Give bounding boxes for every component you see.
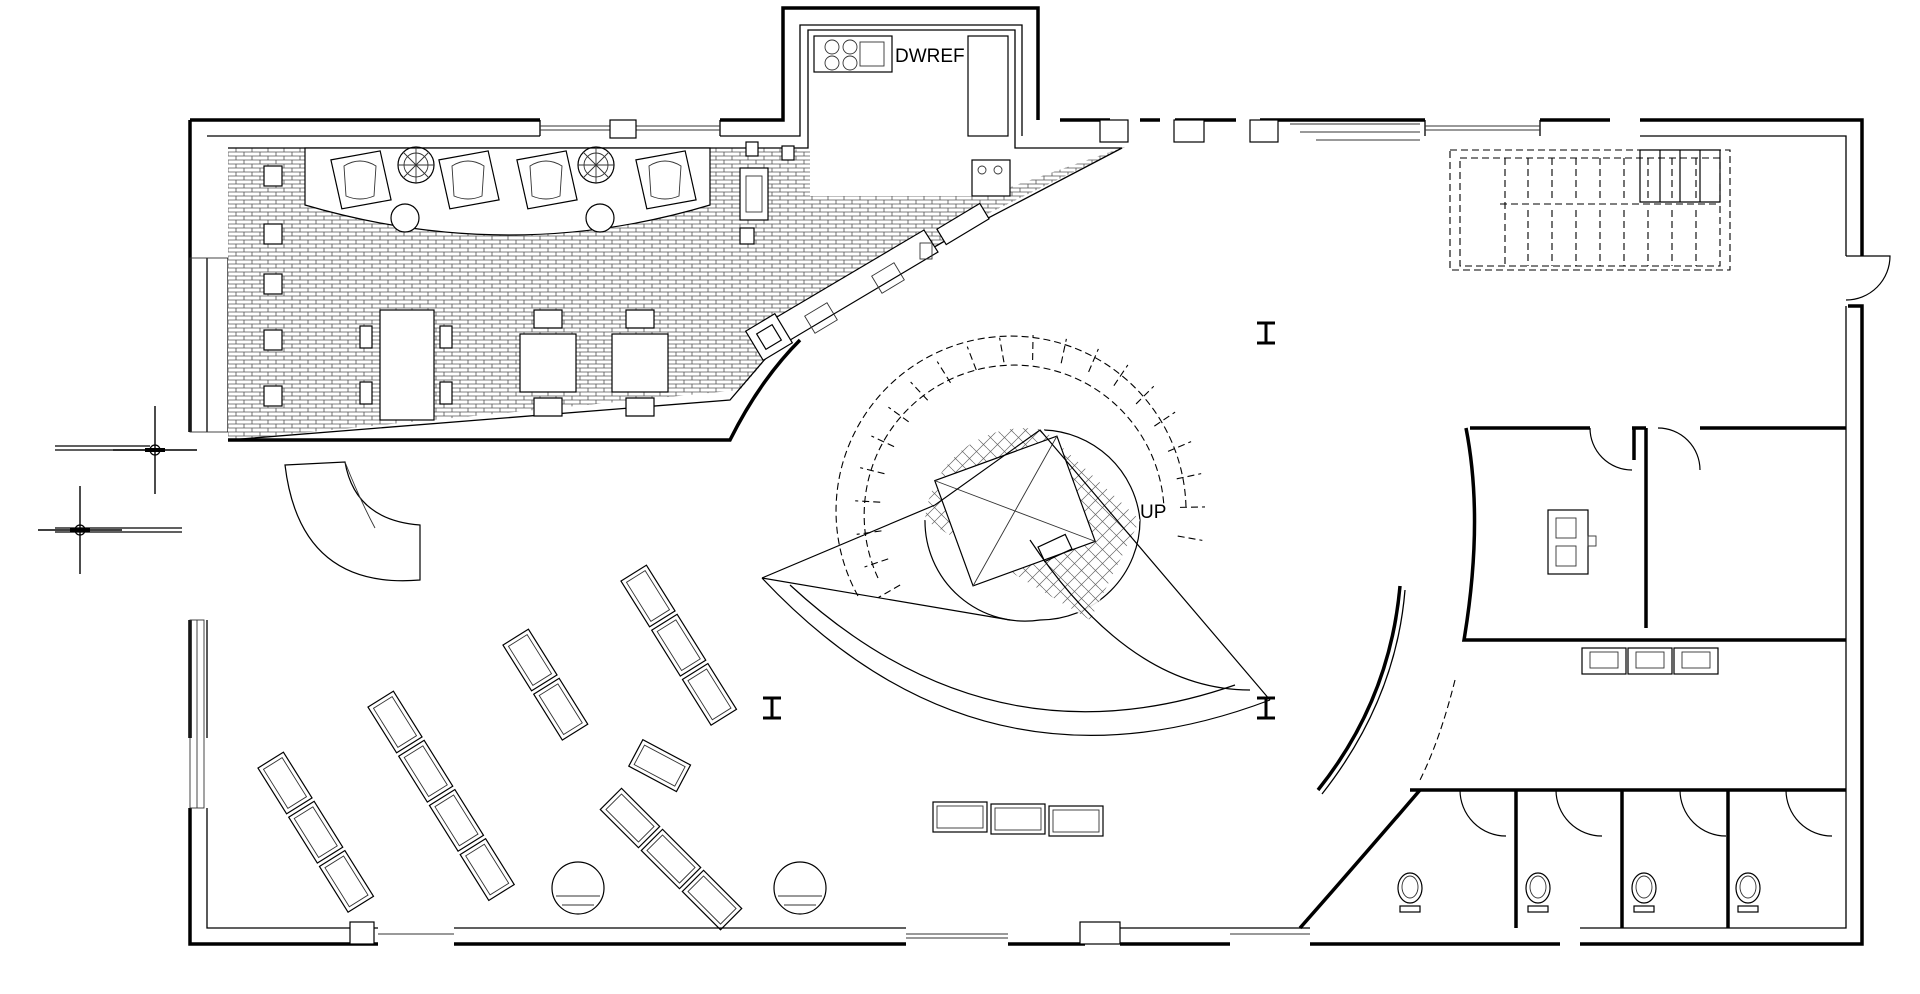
stair-tread (878, 584, 901, 598)
stair-tread (1113, 364, 1129, 386)
stair-tread (860, 467, 885, 475)
stair-tread (1060, 338, 1067, 364)
bicycle-parking (36, 404, 199, 576)
stair-tread (1135, 385, 1155, 405)
stair-tread (1167, 441, 1192, 452)
stair-tread (936, 361, 951, 384)
stair-tread (1176, 473, 1202, 480)
stair-tread (871, 435, 895, 448)
brick-lounge-floor (227, 29, 1127, 442)
column-icon (761, 696, 783, 720)
stair-tread (888, 406, 909, 423)
exterior-walls (188, 6, 1891, 946)
stair-tread (999, 337, 1005, 363)
toilet-icon (1525, 872, 1551, 913)
bicycle-icon (36, 484, 124, 576)
hall-seating (257, 461, 1104, 931)
column-icon (1255, 696, 1277, 720)
kitchen-label: DWREF (895, 46, 965, 67)
stair-up-label: UP (1140, 502, 1166, 523)
stair-tread (966, 346, 977, 371)
stair-tread (864, 558, 889, 568)
kitchen: DWREF (813, 35, 1011, 197)
stair-tread (1088, 348, 1099, 373)
plant-icon (397, 146, 615, 184)
toilet-icon (1735, 872, 1761, 913)
armchair-icon (551, 861, 827, 915)
stair-tread (855, 500, 881, 503)
restroom-block (1397, 426, 1846, 928)
toilet-icon (1631, 872, 1657, 913)
spiral-stair: UP (761, 335, 1271, 736)
stair-tread (1154, 411, 1176, 427)
stair-tread (1177, 535, 1203, 541)
toilet-icon (1397, 872, 1423, 913)
stair-tread (910, 381, 929, 401)
curved-glass-wall (1298, 585, 1456, 930)
straight-stair (1290, 123, 1731, 271)
column-icon (1255, 321, 1277, 345)
